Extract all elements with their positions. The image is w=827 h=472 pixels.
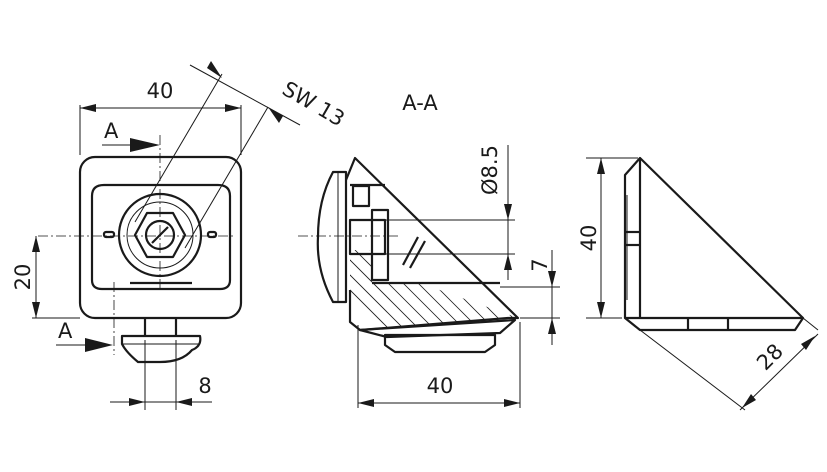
stem-dim-label: 8 [198,374,211,398]
t-nut-foot [120,334,202,364]
side-depth-dim-label: 28 [752,339,788,375]
side-view: 40 28 [577,156,819,411]
side-height-dim-label: 40 [577,225,601,252]
section-width-dim-label: 40 [427,374,454,398]
slot-foot [383,333,497,354]
height-dim-label: 20 [11,264,35,291]
bracket-body [344,156,520,332]
section-title: A-A [402,91,438,115]
hole-dim-label: Ø8.5 [478,145,502,195]
section-view: A-A Ø8.5 7 [298,91,560,408]
side-body [623,156,805,332]
width-dim-label: 40 [147,79,174,103]
inner-pocket [90,183,232,291]
outer-body [78,155,243,320]
hex-nut [133,211,187,259]
offset-dim-label: 7 [528,258,552,271]
front-view: 40 20 8 SW 13 A A [11,61,349,410]
section-marker-top: A [104,119,119,143]
cap [316,170,348,304]
section-marker-bottom: A [58,319,73,343]
bolt-shank [348,218,387,256]
wrench-size-label: SW 13 [278,77,348,132]
